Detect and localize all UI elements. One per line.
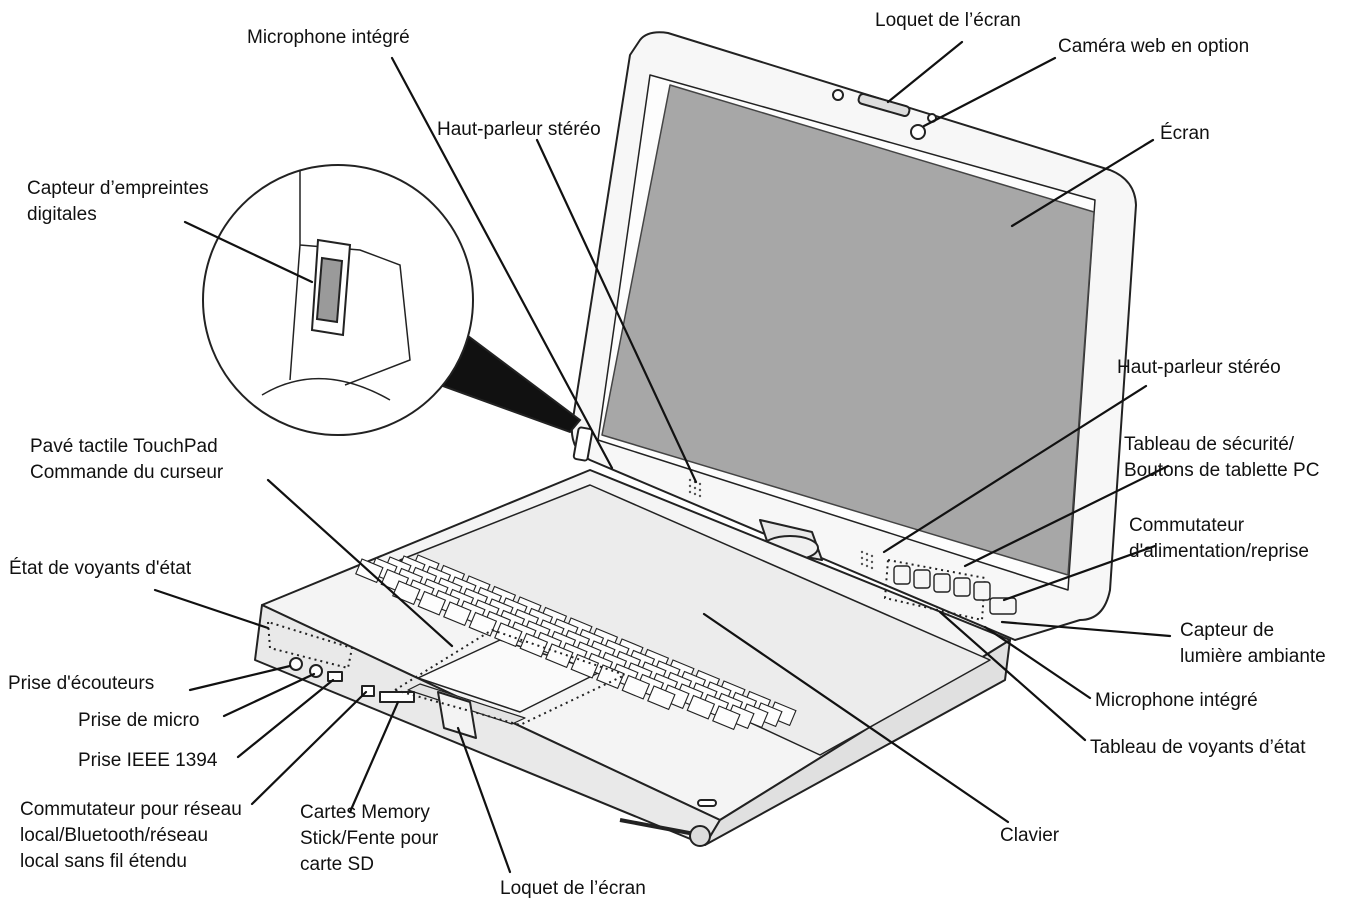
leader-security	[963, 464, 1170, 568]
stylus-tip	[689, 825, 711, 847]
leader-lines	[153, 40, 1172, 874]
label-power-line1: Commutateur	[1129, 515, 1245, 536]
fingerprint-sensor-small	[572, 426, 594, 462]
leader-wireless	[250, 690, 368, 806]
keyboard-key	[647, 685, 676, 711]
port-headphone	[289, 657, 303, 671]
leader-ambient	[1000, 620, 1172, 638]
label-wireless-line1: Commutateur pour réseau	[20, 799, 242, 820]
leader-fingerprint	[183, 220, 314, 284]
label-mic-jack: Prise de micro	[78, 710, 200, 731]
leader-speaker-right	[882, 384, 1148, 554]
fingerprint-sensor	[315, 256, 344, 324]
status-led-small	[697, 799, 717, 807]
switch-wireless	[361, 685, 375, 697]
label-status-panel: Tableau de voyants d’état	[1090, 737, 1306, 758]
port-ieee	[327, 671, 343, 682]
keyboard-key	[686, 694, 716, 720]
keyboard-key	[443, 601, 472, 627]
speaker-grilles	[688, 478, 874, 570]
label-status-leds: État de voyants d'état	[9, 558, 192, 579]
webcam-lens	[910, 124, 926, 140]
latch-front	[437, 691, 477, 739]
label-speaker-top: Haut-parleur stéréo	[437, 119, 601, 140]
label-touchpad-line1: Pavé tactile TouchPad	[30, 436, 218, 457]
speaker-grille-left	[688, 478, 702, 498]
label-memory-line1: Cartes Memory	[300, 802, 430, 823]
security-buttons	[893, 565, 991, 601]
leader-screen	[1010, 138, 1155, 228]
label-webcam: Caméra web en option	[1058, 36, 1250, 57]
keyboard-key	[570, 653, 600, 679]
keyboard-key	[712, 705, 741, 731]
label-ambient-line1: Capteur de	[1180, 620, 1275, 641]
label-speaker-right: Haut-parleur stéréo	[1117, 357, 1281, 378]
power-button	[989, 597, 1017, 615]
leader-microphone-right	[983, 625, 1092, 700]
leader-webcam	[922, 56, 1057, 128]
label-fingerprint-line2: digitales	[27, 204, 97, 225]
label-security-line2: Boutons de tablette PC	[1124, 460, 1320, 481]
keyboard-key	[417, 590, 447, 616]
fingerprint-magnifier	[202, 164, 594, 462]
label-fingerprint-line1: Capteur d’empreintes	[27, 178, 209, 199]
label-screen: Écran	[1160, 123, 1210, 144]
label-headphone: Prise d'écouteurs	[8, 673, 155, 694]
label-memory-line3: carte SD	[300, 854, 374, 875]
dotted-regions	[266, 558, 987, 727]
label-microphone-right: Microphone intégré	[1095, 690, 1258, 711]
label-wireless-line2: local/Bluetooth/réseau	[20, 825, 209, 846]
label-memory-line2: Stick/Fente pour	[300, 828, 439, 849]
keyboard-keys	[355, 554, 797, 731]
label-wireless-line3: local sans fil étendu	[20, 851, 187, 872]
keyboard-key	[519, 632, 549, 658]
label-security-line1: Tableau de sécurité/	[1124, 434, 1295, 455]
leader-screen-latch-bottom	[456, 726, 512, 874]
label-ieee: Prise IEEE 1394	[78, 750, 218, 771]
stylus-holder	[619, 818, 701, 837]
leader-screen-latch-top	[886, 40, 964, 104]
label-power-line2: d'alimentation/reprise	[1129, 541, 1309, 562]
label-keyboard: Clavier	[1000, 825, 1060, 846]
leader-headphone	[188, 664, 292, 692]
speaker-grille-right	[860, 550, 874, 570]
leader-power	[1002, 544, 1157, 602]
status-led-highlight	[266, 620, 354, 670]
laptop-body	[254, 31, 1137, 847]
keyboard-key	[596, 664, 625, 690]
leader-mic-jack	[222, 672, 316, 718]
keyboard-key	[545, 643, 574, 669]
keyboard-key	[621, 674, 651, 700]
leader-status-panel	[938, 610, 1087, 742]
leader-speaker-top	[535, 138, 698, 484]
leader-keyboard	[702, 612, 1010, 824]
label-ambient-line2: lumière ambiante	[1180, 646, 1326, 667]
lid-latch	[857, 92, 911, 118]
label-screen-latch-bottom: Loquet de l’écran	[500, 878, 646, 899]
leader-microphone-top	[390, 56, 614, 470]
screen-panel	[601, 84, 1095, 576]
label-microphone-top: Microphone intégré	[247, 27, 410, 48]
leader-memory	[348, 700, 400, 814]
keyboard-key	[494, 622, 523, 648]
leader-ieee	[236, 678, 335, 759]
keyboard-key	[468, 611, 498, 637]
security-buttons-highlight	[883, 558, 987, 622]
label-screen-latch-top: Loquet de l’écran	[875, 10, 1021, 31]
touchpad-highlight	[392, 628, 628, 727]
leader-touchpad	[266, 478, 454, 648]
lid-mic-hole	[832, 89, 844, 101]
label-touchpad-line2: Commande du curseur	[30, 462, 224, 483]
leader-status-leds	[153, 588, 270, 630]
